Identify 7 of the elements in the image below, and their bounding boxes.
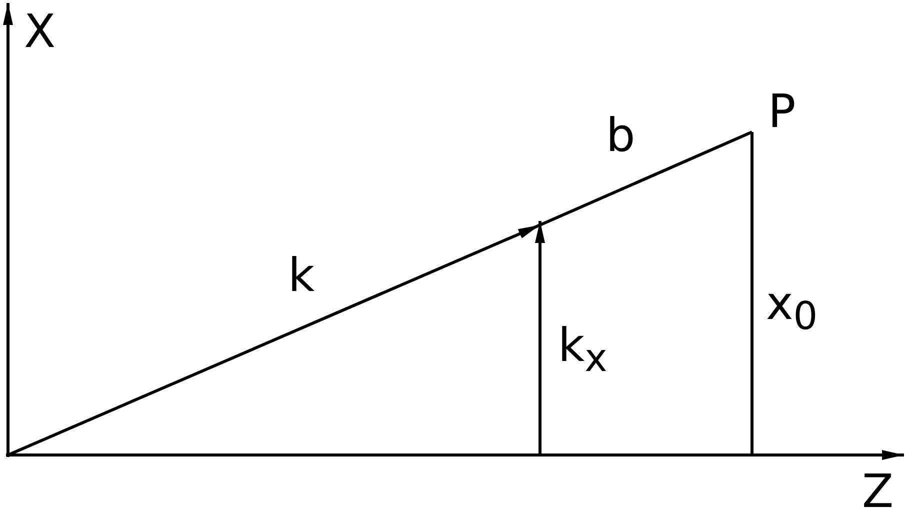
point-label: P xyxy=(768,88,796,134)
vector-label: k xyxy=(288,252,315,298)
vector-label: k$_{x}$ xyxy=(558,322,608,379)
height-label: x$_{0}$ xyxy=(766,280,818,337)
segment-label: b xyxy=(606,112,636,158)
axis-label: X xyxy=(24,8,56,54)
axis-label: Z xyxy=(862,468,894,511)
